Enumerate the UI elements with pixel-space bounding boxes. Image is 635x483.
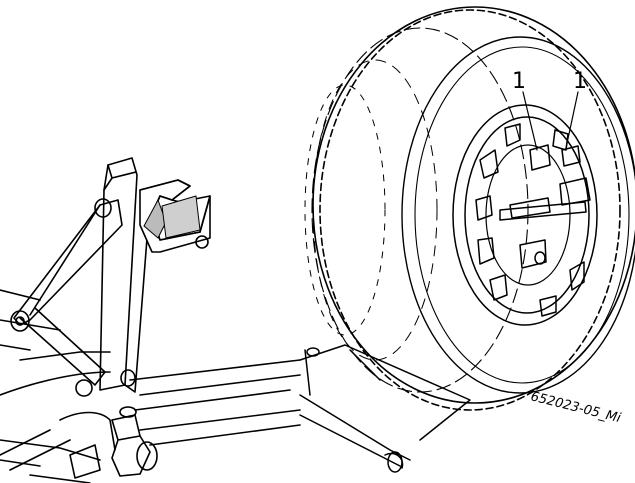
figure-code: 652023-05_Mi — [529, 389, 622, 426]
roller-base — [299, 344, 471, 473]
tire — [304, 6, 635, 411]
pivot-bolts — [10, 198, 136, 397]
callout-leaders — [522, 91, 579, 151]
wheel-rim — [452, 104, 598, 326]
adapter-block — [139, 179, 211, 253]
lower-link — [19, 307, 106, 386]
adapter-arm-detail — [0, 157, 301, 483]
callout-1-left: 1 — [512, 69, 526, 94]
bracket-plate — [13, 199, 123, 326]
main-arm — [99, 157, 138, 391]
callout-1-right: 1 — [573, 69, 587, 94]
wheel-detail — [299, 6, 635, 473]
rim-adapters — [509, 144, 581, 269]
clamp-nut — [111, 406, 158, 477]
base-frame — [0, 289, 301, 483]
